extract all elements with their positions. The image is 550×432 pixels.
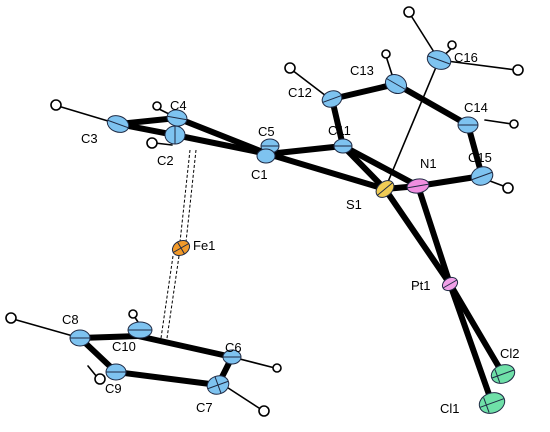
atom-c10	[127, 321, 153, 339]
heavy-atom-bonds	[77, 81, 506, 406]
atom-pt1	[441, 276, 459, 292]
label-c15: C15	[468, 150, 492, 165]
label-n1: N1	[420, 156, 437, 171]
atom-c2	[164, 125, 186, 145]
atom-c7	[206, 375, 230, 395]
iron-coordination-dashed	[159, 149, 197, 346]
atom-cl1	[478, 392, 506, 414]
c16-s1-bond	[384, 59, 440, 190]
label-c13: C13	[350, 63, 374, 78]
label-c5: C5	[258, 124, 275, 139]
hydrogen-bonds	[12, 13, 517, 411]
atom-c9	[105, 363, 127, 381]
label-c7: C7	[196, 400, 213, 415]
hydrogen-atoms	[5, 6, 524, 417]
label-fe1: Fe1	[193, 238, 215, 253]
atom-c11	[333, 138, 353, 154]
label-c16: C16	[454, 50, 478, 65]
atom-c6	[222, 349, 242, 365]
label-c2: C2	[157, 153, 174, 168]
atom-c8	[69, 329, 91, 347]
label-cl2: Cl2	[500, 346, 520, 361]
label-c10: C10	[112, 339, 136, 354]
label-c14: C14	[464, 100, 488, 115]
atom-labels: C4 C3 C2 C5 C1 C11 C12 C13 C16 C14 C15 N…	[62, 50, 520, 416]
atom-fe1	[171, 239, 191, 257]
label-c8: C8	[62, 312, 79, 327]
label-pt1: Pt1	[411, 278, 431, 293]
label-cl1: Cl1	[440, 401, 460, 416]
atom-c15	[470, 166, 494, 186]
heavy-atoms	[69, 50, 516, 414]
label-c12: C12	[288, 85, 312, 100]
atom-c16	[426, 50, 452, 70]
atom-cl2	[490, 364, 516, 384]
atom-c13	[384, 73, 408, 95]
atom-c14	[457, 116, 479, 134]
label-c9: C9	[105, 381, 122, 396]
label-c1: C1	[251, 167, 268, 182]
label-c6: C6	[225, 340, 242, 355]
atom-s1	[375, 180, 395, 198]
atom-c3	[106, 115, 130, 133]
label-c11: C11	[328, 123, 351, 138]
label-s1: S1	[346, 197, 362, 212]
atom-n1	[406, 178, 430, 194]
atom-c12	[321, 90, 343, 108]
label-c4: C4	[170, 98, 187, 113]
atom-c1	[256, 148, 276, 164]
label-c3: C3	[81, 131, 98, 146]
